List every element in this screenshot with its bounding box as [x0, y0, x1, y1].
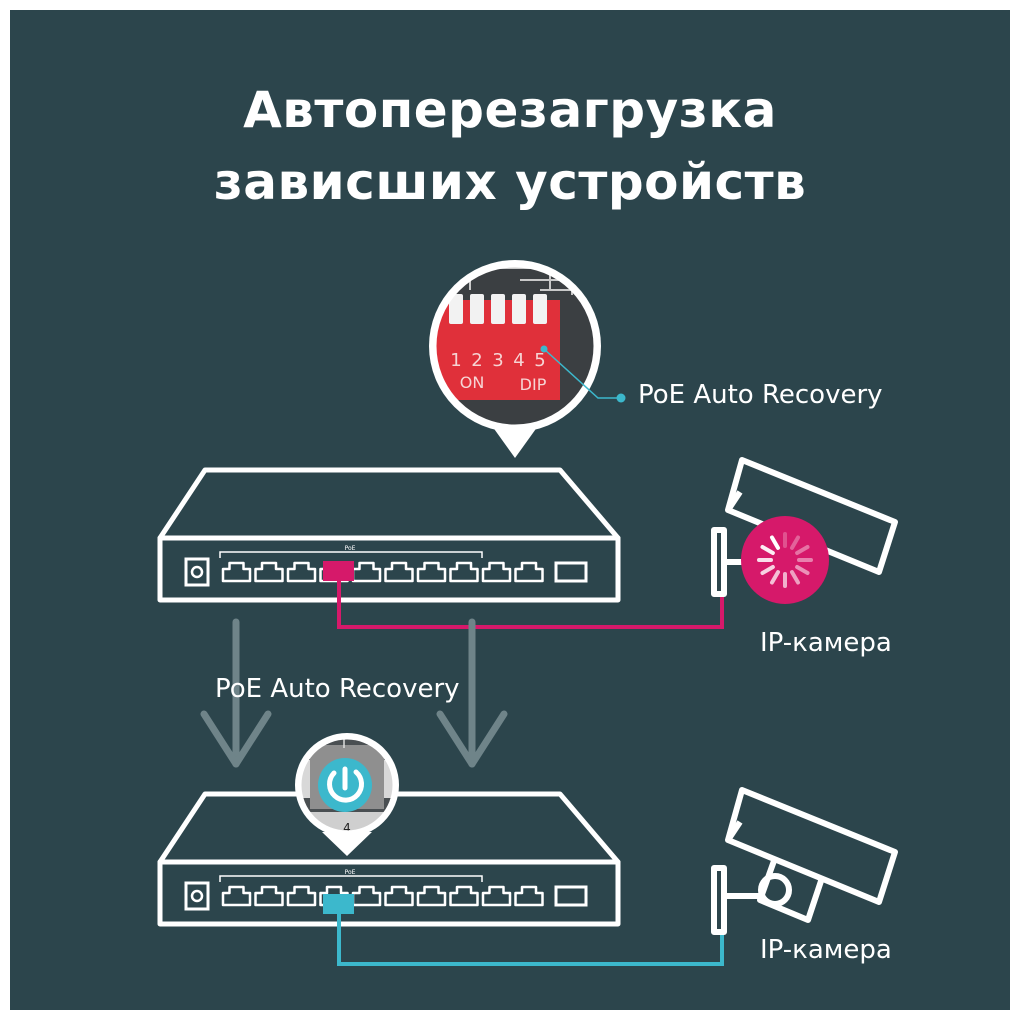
dip-dip-label: DIP: [520, 375, 547, 394]
switch-top-rj45-port-6: [384, 561, 414, 583]
switch-top-rj45-port-9: [481, 561, 512, 583]
poe-auto-recovery-callout: PoE Auto Recovery: [638, 380, 883, 410]
spinner-tick: [795, 545, 810, 555]
ip-camera-top-label: IP-камера: [760, 628, 892, 658]
page-title-line-1: Автоперезагрузка: [243, 81, 777, 139]
switch-top-rj45-port-10: [514, 561, 544, 583]
dip-on-label: ON: [460, 373, 485, 392]
spinner-tick: [770, 535, 780, 550]
switch-top-poe-bracket: PoE: [219, 545, 483, 558]
spinner-tick: [760, 565, 775, 575]
network-switch-top: [157, 467, 621, 603]
frozen-status-badge: [741, 516, 829, 604]
switch-bottom-rj45-port-1: [221, 885, 252, 907]
switch-bottom-rj45-port-3: [286, 885, 317, 907]
switch-bottom-rj45-port-2: [254, 885, 284, 907]
switch-bottom-poe-bracket: PoE: [219, 869, 483, 882]
port-zoom: 4: [295, 733, 399, 856]
ip-camera-bottom-label: IP-камера: [760, 935, 892, 965]
switch-top-rj45-port-7: [416, 561, 447, 583]
switch-top-power-port: [184, 557, 210, 587]
poe-marker-bottom: PoE: [345, 869, 356, 876]
recovered-port-highlight: [323, 894, 354, 914]
switch-bottom-rj45-port-7: [416, 885, 447, 907]
switch-top-rj45-port-2: [254, 561, 284, 583]
dip-switch-zoom: 1 2 3 4 5 ON DIP: [429, 260, 601, 458]
dip-toggle-4: [512, 294, 526, 324]
spinner-tick: [795, 565, 810, 575]
dip-number-1: 1: [450, 350, 461, 371]
dip-number-3: 3: [492, 350, 503, 371]
switch-bottom-rj45-port-9: [481, 885, 512, 907]
spinner-tick: [790, 535, 800, 550]
switch-top-rj45-port-3: [286, 561, 317, 583]
down-arrow-icon-right: [436, 618, 508, 768]
poe-marker-top: PoE: [345, 545, 356, 552]
callout-leader: [540, 345, 626, 403]
port-zoom-pointer: [322, 832, 372, 856]
recovered-link-cable: [337, 914, 724, 966]
dip-number-5: 5: [534, 350, 545, 371]
down-arrow-icon-left: [200, 618, 272, 768]
ip-camera-bottom-icon: [711, 787, 898, 935]
switch-bottom-rj45-port-8: [449, 885, 479, 907]
switch-top-rj45-port-8: [449, 561, 479, 583]
poe-auto-recovery-process-label: PoE Auto Recovery: [215, 674, 460, 704]
switch-bottom-power-port: [184, 881, 210, 911]
frozen-port-highlight: [323, 561, 354, 581]
switch-bottom-sfp-port: [554, 885, 588, 907]
dip-number-4: 4: [513, 350, 524, 371]
spinner-tick: [790, 570, 800, 585]
dip-number-2: 2: [471, 350, 482, 371]
page-title-line-2: зависших устройств: [213, 153, 807, 211]
switch-top-rj45-port-5: [351, 561, 382, 583]
dip-toggle-2: [470, 294, 484, 324]
switch-bottom-front: [157, 859, 621, 927]
loading-spinner-icon: [757, 532, 813, 588]
spinner-tick: [770, 570, 780, 585]
power-restart-icon: [318, 758, 372, 812]
port-number-label: 4: [343, 821, 351, 835]
switch-top-rj45-port-1: [221, 561, 252, 583]
spinner-tick: [760, 545, 775, 555]
switch-top-ports: [221, 561, 544, 583]
switch-top-sfp-port: [554, 561, 588, 583]
switch-top-front: [157, 535, 621, 603]
switch-bottom-rj45-port-10: [514, 885, 544, 907]
switch-bottom-rj45-port-6: [384, 885, 414, 907]
switch-bottom-rj45-port-5: [351, 885, 382, 907]
dip-toggle-3: [491, 294, 505, 324]
dip-toggle-1: [449, 294, 463, 324]
network-switch-bottom: [157, 791, 621, 927]
dip-toggle-5: [533, 294, 547, 324]
frozen-link-cable: [337, 581, 724, 629]
